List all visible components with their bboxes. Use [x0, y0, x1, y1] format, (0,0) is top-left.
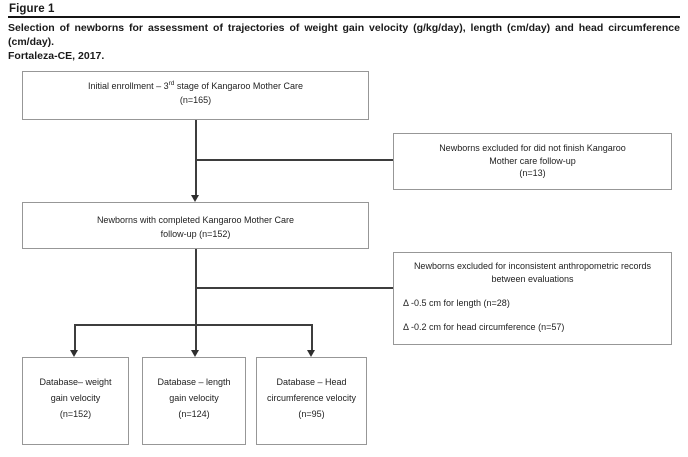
header-rule [8, 16, 680, 18]
figure-caption: Selection of newborns for assessment of … [8, 21, 680, 63]
database-length-line2: gain velocity [169, 393, 219, 403]
node-excluded-inconsistent: Newborns excluded for inconsistent anthr… [393, 252, 672, 345]
initial-enrollment-text-after-sup: stage of Kangaroo Mother Care [174, 81, 303, 91]
database-head-count: (n=95) [298, 409, 325, 419]
excluded-not-finish-line1: Newborns excluded for did not finish Kan… [439, 143, 626, 153]
database-weight-line1: Database– weight [39, 377, 112, 387]
figure-caption-line1: Selection of newborns for assessment of … [8, 22, 680, 48]
excluded-not-finish-count: (n=13) [519, 168, 546, 178]
node-database-head: Database – Head circumference velocity (… [256, 357, 367, 445]
arrow-down-icon [307, 350, 315, 357]
node-excluded-not-finish: Newborns excluded for did not finish Kan… [393, 133, 672, 190]
node-initial-enrollment-count: (n=165) [179, 95, 212, 105]
arrow-down-icon [70, 350, 78, 357]
connector-branch-excluded-inconsistent [196, 287, 393, 289]
connector-distributor [75, 324, 312, 326]
arrow-down-icon [191, 195, 199, 202]
excluded-inconsistent-delta-length: Δ -0.5 cm for length (n=28) [403, 298, 510, 308]
connector-initial-to-completed [195, 120, 197, 196]
excluded-inconsistent-delta-head: Δ -0.2 cm for head circumference (n=57) [403, 322, 565, 332]
excluded-inconsistent-heading-line1: Newborns excluded for inconsistent anthr… [413, 261, 652, 271]
database-head-line1: Database – Head [276, 377, 347, 387]
initial-enrollment-text-before-sup: Initial enrollment – 3 [88, 81, 169, 91]
node-database-length: Database – length gain velocity (n=124) [142, 357, 246, 445]
database-head-line2: circumference velocity [266, 393, 357, 403]
connector-branch-excluded-not-finish [196, 159, 393, 161]
ordinal-superscript: rd [168, 80, 175, 87]
excluded-inconsistent-heading-line2: between evaluations [491, 274, 574, 284]
node-initial-enrollment: Initial enrollment – 3rd stage of Kangar… [22, 71, 369, 120]
node-database-weight: Database– weight gain velocity (n=152) [22, 357, 129, 445]
connector-completed-to-databases [195, 249, 197, 351]
figure-label: Figure 1 [9, 3, 55, 15]
node-initial-enrollment-line1: Initial enrollment – 3rd stage of Kangar… [23, 79, 368, 93]
figure-caption-line2: Fortaleza-CE, 2017. [8, 50, 105, 62]
excluded-not-finish-line2: Mother care follow-up [489, 155, 576, 166]
database-length-line1: Database – length [157, 377, 231, 387]
database-length-count: (n=124) [178, 409, 210, 419]
database-weight-count: (n=152) [59, 409, 92, 419]
database-weight-line2: gain velocity [50, 393, 101, 403]
completed-followup-line2: follow-up (n=152) [160, 229, 231, 239]
arrow-down-icon [191, 350, 199, 357]
node-completed-followup: Newborns with completed Kangaroo Mother … [22, 202, 369, 249]
connector-to-database-head [311, 324, 313, 351]
connector-to-database-weight [74, 324, 76, 351]
completed-followup-line1: Newborns with completed Kangaroo Mother … [96, 215, 295, 225]
